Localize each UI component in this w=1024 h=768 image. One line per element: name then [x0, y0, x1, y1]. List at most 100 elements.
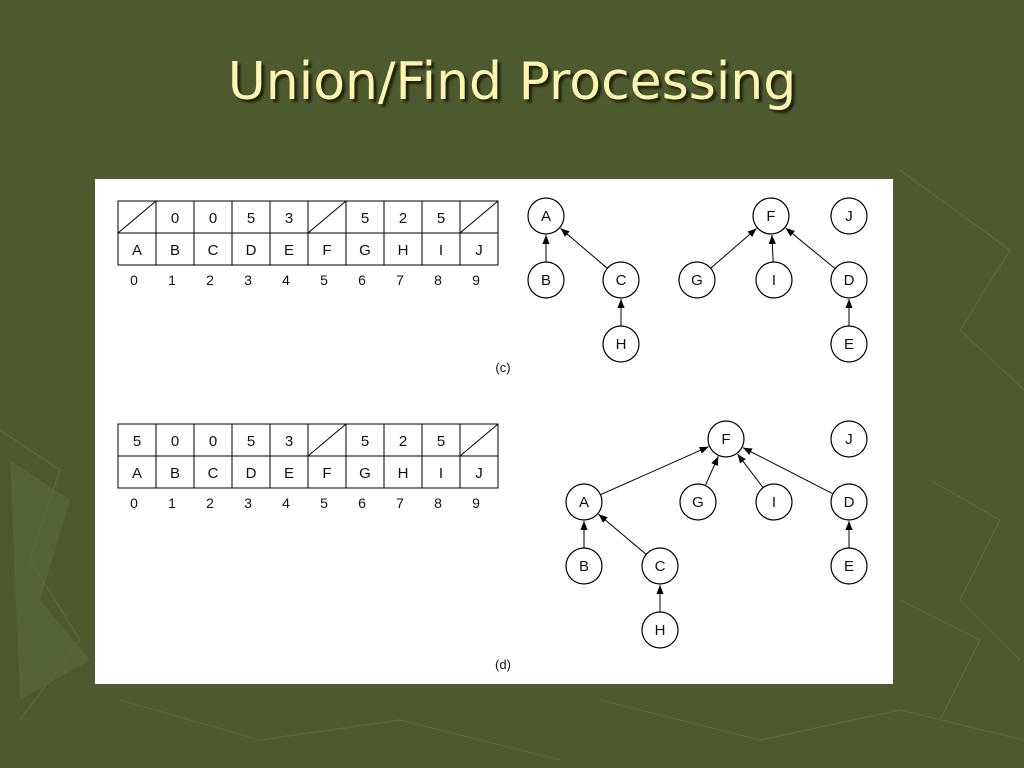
- root-slash: [307, 423, 347, 457]
- parent-cell: [421, 200, 461, 234]
- index-label: 2: [206, 272, 214, 288]
- node-b: [565, 547, 603, 585]
- node-label: E: [844, 558, 854, 575]
- node-label: H: [655, 622, 666, 639]
- edge-d-to-f: [785, 227, 836, 269]
- label-cell: [383, 232, 423, 266]
- node-i: [755, 261, 793, 299]
- node-label: I: [772, 494, 776, 511]
- node-label: D: [844, 272, 855, 289]
- node-f: [707, 420, 745, 458]
- node-label: F: [721, 431, 730, 448]
- label-cell: [193, 455, 233, 489]
- parent-value: 5: [247, 210, 255, 227]
- panel-caption: (c): [495, 360, 510, 375]
- index-label: 2: [206, 495, 214, 511]
- index-label: 6: [358, 272, 366, 288]
- index-label: 3: [244, 272, 252, 288]
- node-d: [830, 483, 868, 521]
- label-value: F: [322, 465, 331, 482]
- index-label: 6: [358, 495, 366, 511]
- parent-value: 5: [437, 433, 445, 450]
- node-label: B: [541, 272, 551, 289]
- parent-value: 0: [171, 210, 179, 227]
- parent-value: 3: [285, 433, 293, 450]
- node-label: G: [691, 272, 703, 289]
- node-i: [755, 483, 793, 521]
- label-value: G: [359, 465, 371, 482]
- parent-value: 3: [285, 210, 293, 227]
- panel-caption: (d): [495, 657, 511, 672]
- parent-value: 5: [361, 433, 369, 450]
- node-g: [678, 261, 716, 299]
- index-label: 9: [472, 495, 480, 511]
- label-cell: [459, 455, 499, 489]
- index-label: 8: [434, 272, 442, 288]
- node-f: [752, 197, 790, 235]
- parent-value: 0: [209, 433, 217, 450]
- root-slash: [117, 200, 157, 234]
- label-value: B: [170, 242, 180, 259]
- node-c: [602, 261, 640, 299]
- index-label: 1: [168, 495, 176, 511]
- label-cell: [231, 232, 271, 266]
- label-value: H: [398, 465, 409, 482]
- label-cell: [459, 232, 499, 266]
- index-label: 9: [472, 272, 480, 288]
- parent-cell: [345, 423, 385, 457]
- edge-i-to-f: [737, 453, 764, 488]
- index-label: 8: [434, 495, 442, 511]
- root-slash: [307, 200, 347, 234]
- node-j: [830, 420, 868, 458]
- node-label: G: [692, 494, 704, 511]
- label-cell: [193, 232, 233, 266]
- label-value: J: [475, 242, 483, 259]
- index-label: 3: [244, 495, 252, 511]
- label-cell: [383, 455, 423, 489]
- edge-i-to-f: [768, 234, 776, 263]
- label-value: E: [284, 465, 294, 482]
- parent-value: 5: [361, 210, 369, 227]
- label-value: C: [208, 242, 219, 259]
- node-label: D: [844, 494, 855, 511]
- parent-cell: [231, 200, 271, 234]
- index-label: 0: [130, 272, 138, 288]
- parent-cell: [345, 200, 385, 234]
- parent-value: 2: [399, 433, 407, 450]
- label-value: A: [132, 465, 142, 482]
- parent-value: 5: [133, 433, 141, 450]
- node-c: [641, 547, 679, 585]
- node-label: H: [616, 336, 627, 353]
- edge-g-to-f: [710, 228, 757, 269]
- label-value: I: [439, 465, 443, 482]
- node-label: F: [766, 208, 775, 225]
- parent-value: 5: [437, 210, 445, 227]
- label-cell: [269, 455, 309, 489]
- label-cell: [117, 232, 157, 266]
- label-value: F: [322, 242, 331, 259]
- index-label: 5: [320, 495, 328, 511]
- parent-value: 2: [399, 210, 407, 227]
- node-a: [565, 483, 603, 521]
- label-value: D: [246, 465, 257, 482]
- label-cell: [307, 455, 347, 489]
- label-value: J: [475, 465, 483, 482]
- node-label: J: [845, 431, 853, 448]
- node-a: [527, 197, 565, 235]
- node-label: I: [772, 272, 776, 289]
- index-label: 5: [320, 272, 328, 288]
- root-slash: [459, 200, 499, 234]
- node-b: [527, 261, 565, 299]
- label-value: H: [398, 242, 409, 259]
- label-value: G: [359, 242, 371, 259]
- label-value: I: [439, 242, 443, 259]
- slide-title: Union/Find Processing: [227, 52, 797, 112]
- node-label: C: [616, 272, 627, 289]
- parent-value: 0: [209, 210, 217, 227]
- parent-value: 5: [247, 433, 255, 450]
- edge-d-to-f: [742, 447, 834, 495]
- index-label: 4: [282, 495, 290, 511]
